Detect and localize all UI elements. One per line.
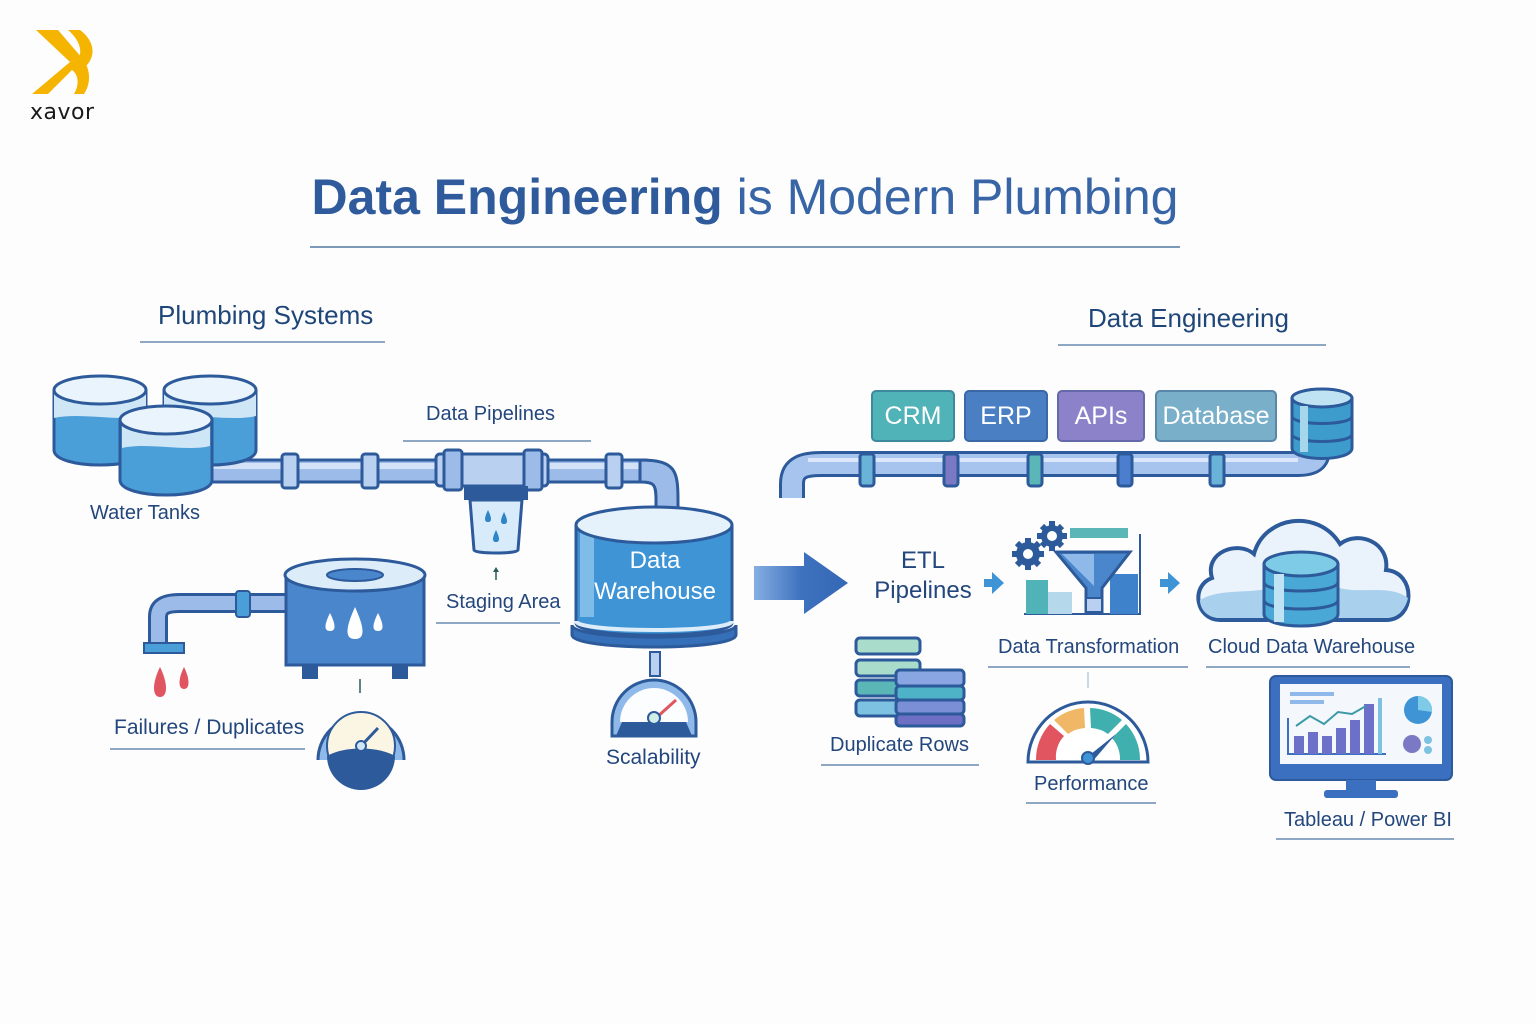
bi-dashboard-monitor-icon [1269, 675, 1453, 798]
data-warehouse-tank-icon [570, 505, 738, 649]
staging-filter-icon [434, 448, 550, 580]
tableau-power-bi-label: Tableau / Power BI [1284, 809, 1452, 831]
source-chip-label: APIs [1074, 401, 1128, 430]
source-chip-erp: ERP [964, 390, 1048, 442]
cloud-data-warehouse-label: Cloud Data Warehouse [1208, 636, 1416, 658]
data-pipelines-label: Data Pipelines [426, 403, 555, 425]
etl-label-line1: ETL [900, 547, 945, 574]
plumbing-heading-rule [140, 341, 385, 343]
staging-area-rule [436, 622, 560, 624]
scalability-gauge-icon [610, 651, 698, 738]
bi-label-rule [1276, 838, 1454, 840]
cloud-data-warehouse-icon [1196, 518, 1411, 628]
title-bold: Data Engineering [311, 169, 723, 225]
failures-rule [110, 748, 305, 750]
failures-tank-icon [143, 557, 427, 697]
data-engineering-heading: Data Engineering [1088, 303, 1289, 333]
source-pipe [779, 387, 1354, 498]
data-transformation-icon [1012, 521, 1141, 615]
page-title: Data Engineering is Modern Plumbing [310, 168, 1180, 226]
duplicate-rows-icon [854, 636, 966, 728]
data-transformation-label: Data Transformation [998, 636, 1180, 658]
performance-label: Performance [1034, 773, 1149, 795]
data-transformation-rule [988, 666, 1188, 668]
source-chip-label: Database [1162, 401, 1270, 430]
water-tanks-icon [52, 374, 258, 497]
water-tanks-label: Water Tanks [90, 502, 201, 524]
flow-arrow-icon [1160, 572, 1180, 594]
duplicate-rows-label: Duplicate Rows [830, 734, 969, 756]
xavor-logo-icon [32, 30, 93, 94]
performance-gauge-icon [1026, 672, 1150, 765]
scalability-label: Scalability [606, 746, 701, 769]
data-warehouse-label: Data Warehouse [580, 545, 730, 607]
failures-duplicates-label: Failures / Duplicates [114, 716, 305, 739]
source-chip-label: CRM [884, 401, 942, 430]
source-chip-crm: CRM [871, 390, 955, 442]
duplicate-rows-rule [821, 764, 979, 766]
cloud-warehouse-rule [1206, 666, 1410, 668]
flow-arrow-icon [984, 572, 1004, 594]
title-rest: is Modern Plumbing [722, 169, 1179, 225]
data-warehouse-label-line2: Warehouse [594, 578, 716, 605]
data-warehouse-label-line1: Data [629, 547, 681, 574]
etl-label-line2: Pipelines [874, 577, 972, 604]
brand-name: xavor [30, 100, 95, 125]
data-engineering-heading-rule [1058, 344, 1326, 346]
title-underline [310, 246, 1180, 248]
source-chip-apis: APIs [1057, 390, 1145, 442]
pressure-gauge-icon [316, 711, 406, 790]
transition-arrow-icon [754, 552, 848, 614]
source-chip-label: ERP [980, 401, 1032, 430]
source-chip-database: Database [1155, 390, 1277, 442]
plumbing-systems-heading: Plumbing Systems [158, 300, 374, 330]
etl-pipelines-label: ETL Pipelines [868, 546, 978, 606]
staging-area-label: Staging Area [446, 591, 561, 613]
performance-rule [1026, 802, 1156, 804]
data-pipelines-rule [403, 440, 591, 442]
